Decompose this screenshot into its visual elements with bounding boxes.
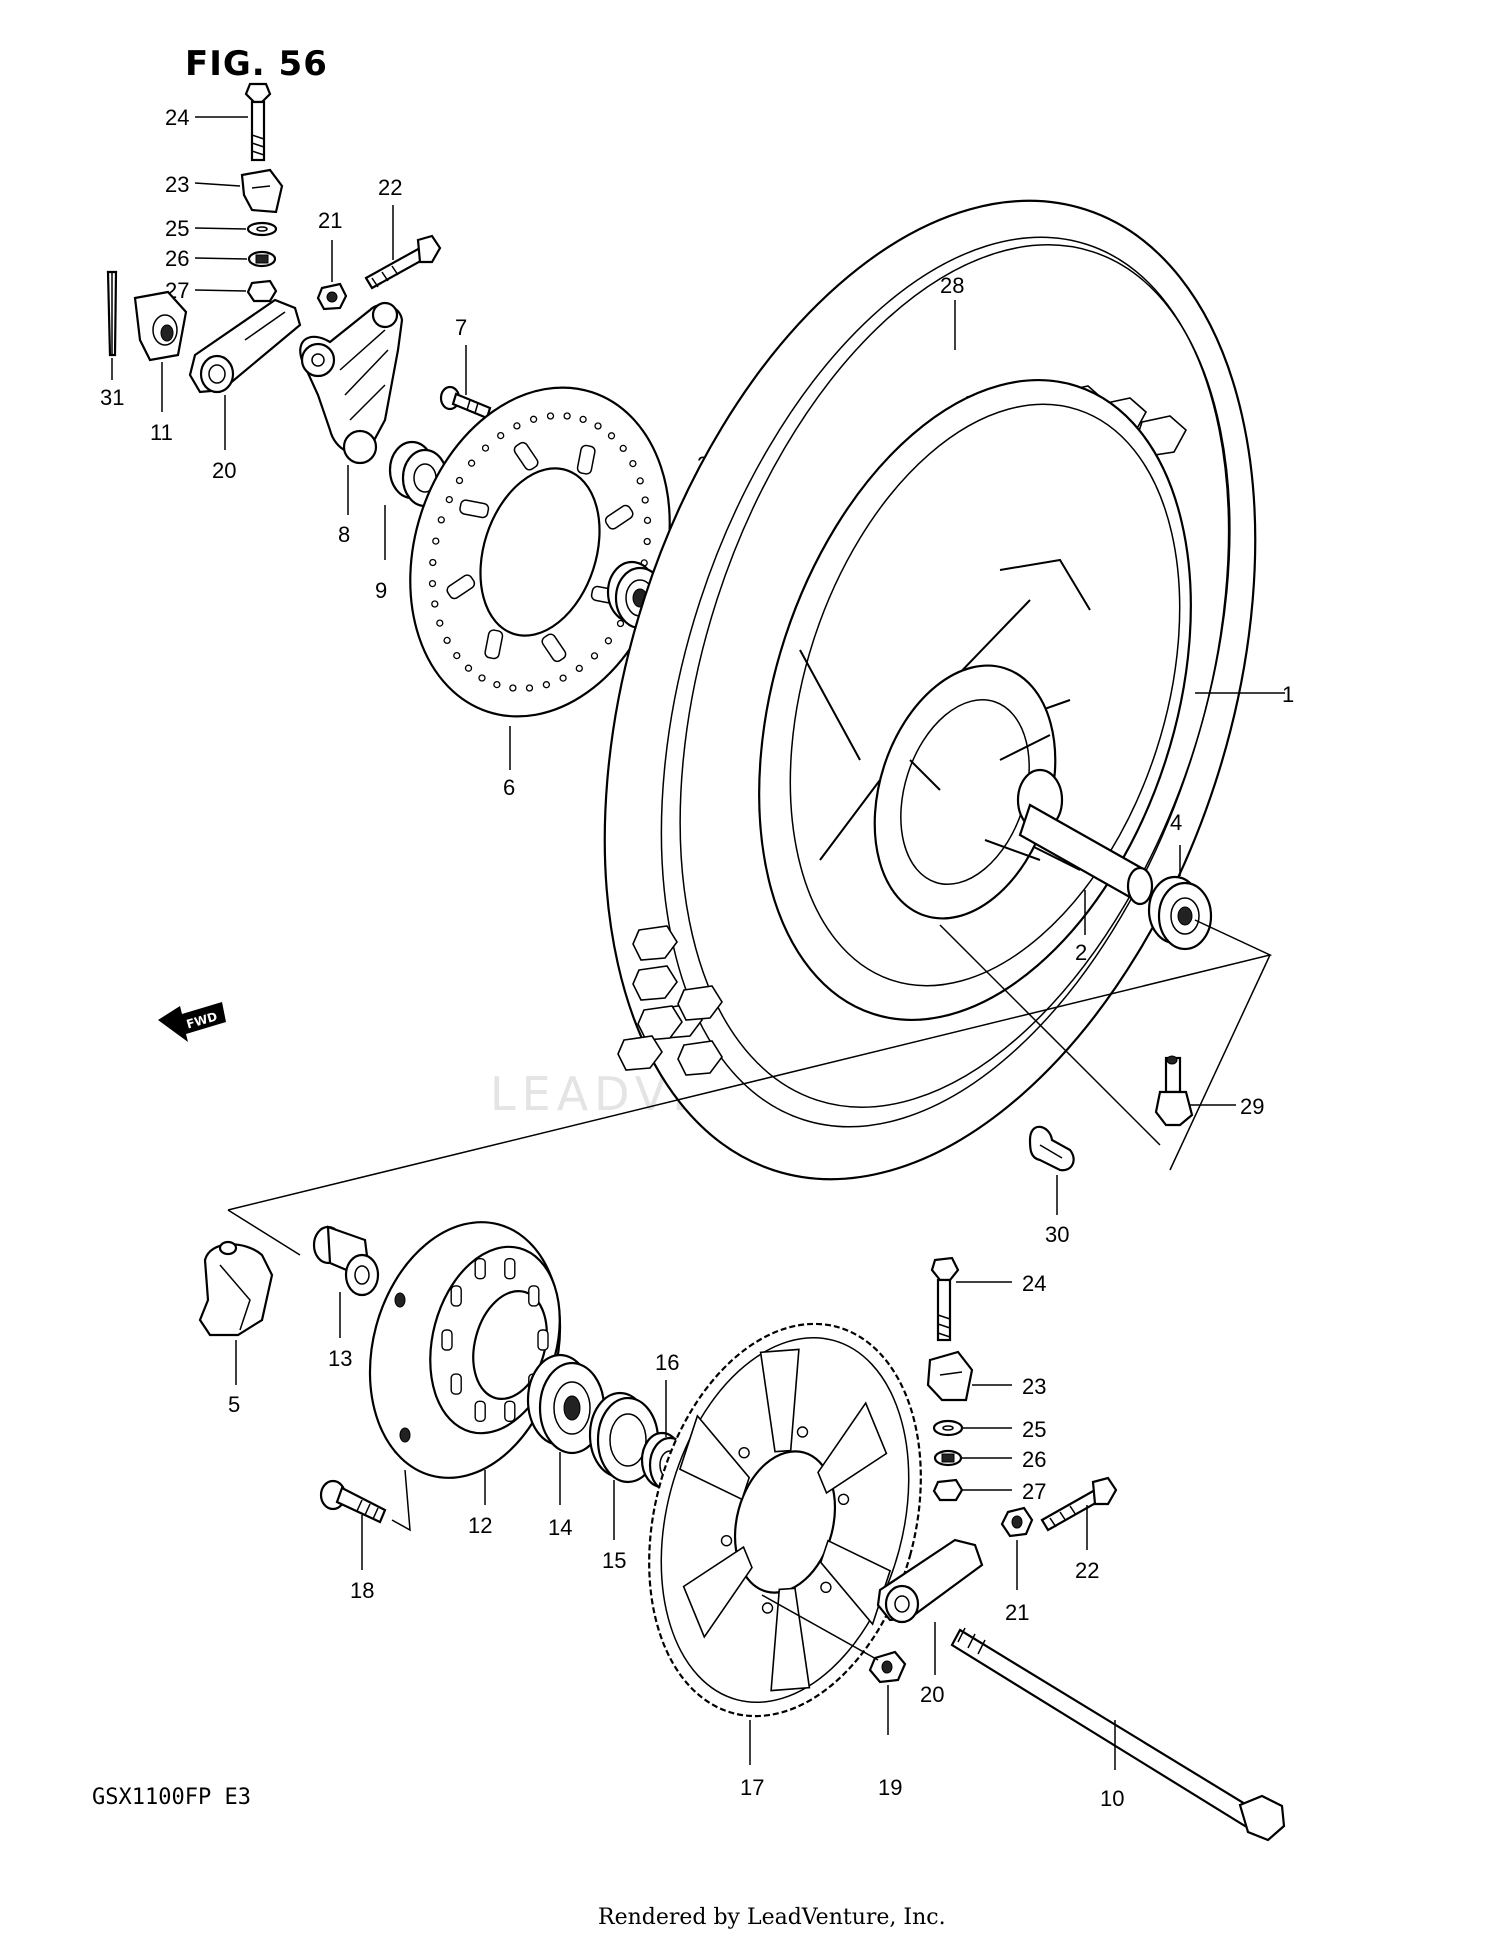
disc-bolt-7[interactable] <box>439 385 492 420</box>
callout-1: 1 <box>1282 682 1294 707</box>
adjuster-block-23-bottom[interactable] <box>926 1350 974 1402</box>
nut-21-top[interactable] <box>316 282 348 311</box>
collar-13[interactable] <box>312 1225 380 1297</box>
callout-19: 19 <box>878 1775 902 1800</box>
caliper-bracket-8[interactable] <box>299 301 404 465</box>
callout-20-bottom: 20 <box>920 1682 944 1707</box>
callout-17: 17 <box>740 1775 764 1800</box>
bearing-14[interactable] <box>526 1353 606 1455</box>
bolt-24-top[interactable] <box>244 82 272 162</box>
nut-27-top[interactable] <box>246 279 278 303</box>
bolt-22-bottom[interactable] <box>1040 1476 1118 1532</box>
callout-16: 16 <box>655 1350 679 1375</box>
bearing-4[interactable] <box>1147 875 1213 951</box>
callout-14: 14 <box>548 1515 572 1540</box>
callout-10: 10 <box>1100 1786 1124 1811</box>
callout-6: 6 <box>503 775 515 800</box>
axle-10[interactable] <box>950 1627 1286 1842</box>
callout-23-top: 23 <box>165 172 189 197</box>
callout-2: 2 <box>1075 940 1087 965</box>
callout-7: 7 <box>455 315 467 340</box>
callout-9: 9 <box>375 578 387 603</box>
forward-arrow-icon: FWD <box>158 1002 226 1042</box>
render-credit: Rendered by LeadVenture, Inc. <box>598 1905 946 1930</box>
hub-spacer-2[interactable] <box>1018 803 1154 906</box>
callout-8: 8 <box>338 522 350 547</box>
callout-22-bottom: 22 <box>1075 1558 1099 1583</box>
nut-27-bottom[interactable] <box>932 1478 964 1502</box>
callout-12: 12 <box>468 1513 492 1538</box>
lock-washer-26-bottom[interactable] <box>933 1449 963 1467</box>
sprocket-nut-19[interactable] <box>868 1650 907 1684</box>
sprocket-bolt-18[interactable] <box>319 1479 387 1524</box>
callout-30: 30 <box>1045 1222 1069 1247</box>
callout-13: 13 <box>328 1346 352 1371</box>
callout-31: 31 <box>100 385 124 410</box>
callout-28: 28 <box>940 273 964 298</box>
hub-cap-5[interactable] <box>198 1240 274 1337</box>
rear-sprocket-17[interactable] <box>608 1293 963 1747</box>
chain-adjuster-20-top[interactable] <box>188 298 302 394</box>
washer-25-bottom[interactable] <box>932 1419 964 1437</box>
callout-21-bottom: 21 <box>1005 1600 1029 1625</box>
callout-26-top: 26 <box>165 246 189 271</box>
callout-22-top: 22 <box>378 175 402 200</box>
axle-nut-11[interactable] <box>133 290 188 362</box>
washer-25-top[interactable] <box>246 221 278 237</box>
chain-adjuster-20-bottom[interactable] <box>876 1538 984 1624</box>
callout-20-top: 20 <box>212 458 236 483</box>
valve-clip-30[interactable] <box>1028 1125 1075 1172</box>
callout-24-bottom: 24 <box>1022 1271 1046 1296</box>
callout-26-bottom: 26 <box>1022 1447 1046 1472</box>
callout-29: 29 <box>1240 1094 1264 1119</box>
cotter-pin-31[interactable] <box>106 270 118 357</box>
callout-25-bottom: 25 <box>1022 1417 1046 1442</box>
sprocket-carrier-12[interactable] <box>342 1201 587 1500</box>
callout-24-top: 24 <box>165 105 189 130</box>
lock-washer-26-top[interactable] <box>247 250 277 268</box>
figure-title: FIG. 56 <box>185 44 328 84</box>
callout-11: 11 <box>150 420 173 445</box>
bolt-22-top[interactable] <box>364 234 442 290</box>
callout-23-bottom: 23 <box>1022 1374 1046 1399</box>
adjuster-block-23-top[interactable] <box>240 168 284 214</box>
callout-4: 4 <box>1170 810 1182 835</box>
valve-29[interactable] <box>1154 1055 1194 1127</box>
callout-18: 18 <box>350 1578 374 1603</box>
callout-25-top: 25 <box>165 216 189 241</box>
callout-15: 15 <box>602 1548 626 1573</box>
callout-21-top: 21 <box>318 208 342 233</box>
nut-21-bottom[interactable] <box>1000 1506 1034 1538</box>
callout-27-bottom: 27 <box>1022 1479 1046 1504</box>
model-code: GSX1100FP E3 <box>92 1785 251 1810</box>
brake-disc-6[interactable] <box>369 354 711 751</box>
callout-5: 5 <box>228 1392 240 1417</box>
bolt-24-bottom[interactable] <box>930 1256 960 1342</box>
